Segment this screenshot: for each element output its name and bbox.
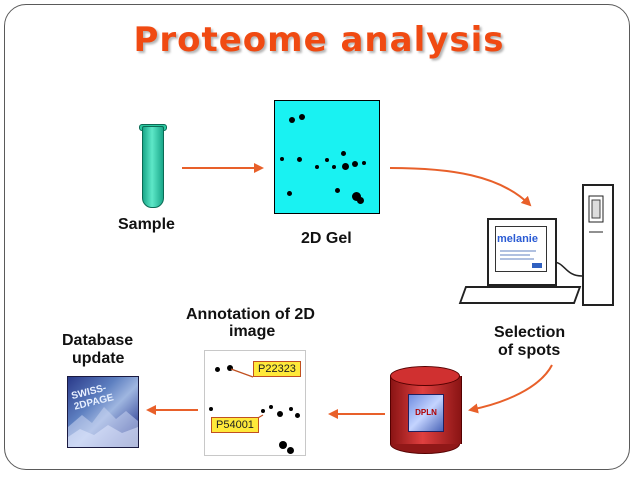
arrow-computer-to-database — [470, 365, 552, 410]
arrow-gel-to-computer — [390, 168, 530, 205]
